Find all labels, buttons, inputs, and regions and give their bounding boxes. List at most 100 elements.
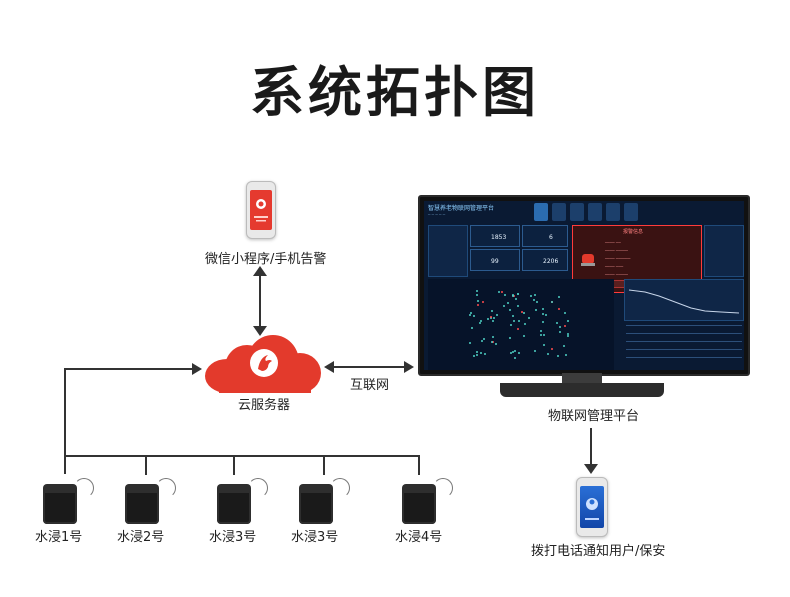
map-dot	[530, 295, 533, 298]
sensor-cable	[156, 478, 176, 498]
map-dot	[520, 311, 523, 314]
map-dot	[563, 325, 566, 327]
call-label: 拨打电话通知用户/保安	[531, 544, 666, 559]
map-dot	[540, 330, 543, 333]
map-dot	[502, 305, 505, 308]
line-chart-panel	[624, 279, 744, 321]
sensor-cable	[433, 478, 453, 498]
map-dot	[495, 313, 498, 316]
map-dot	[535, 308, 538, 311]
map-dot	[533, 298, 536, 301]
map-dot	[512, 350, 515, 353]
map-dot	[556, 321, 559, 324]
map-dot	[473, 314, 476, 317]
map-dot	[566, 320, 569, 323]
sensor-label: 水浸1号	[35, 530, 83, 545]
map-dot	[542, 320, 545, 323]
map-dot	[512, 294, 515, 297]
map-dot	[563, 311, 566, 314]
map-dot	[480, 320, 483, 323]
map-dot	[470, 326, 473, 329]
connector-platform-call	[590, 428, 592, 468]
map-dot	[486, 318, 489, 321]
platform-label: 物联网管理平台	[548, 409, 640, 424]
map-dot	[522, 312, 525, 315]
platform-monitor: 智慧养老物联网管理平台 ─ ─ ─ ─ ─ 1853 6 99 2206 报警信…	[418, 195, 750, 376]
map-dot	[556, 355, 559, 358]
map-dot	[557, 307, 560, 310]
sensor-cable	[248, 478, 268, 498]
connector-sensor-4	[323, 455, 325, 475]
map-dot	[491, 309, 494, 312]
map-dot	[543, 343, 546, 346]
map-dot	[501, 290, 504, 293]
map-dot	[562, 345, 565, 348]
sensor-label: 水浸3号	[209, 530, 257, 545]
map-dot	[476, 303, 479, 306]
map-dot	[528, 317, 531, 320]
arrow-down-icon	[253, 326, 267, 336]
map-dot	[509, 336, 512, 339]
map-dot	[483, 338, 486, 341]
map-dot	[545, 313, 548, 316]
map-dot	[478, 322, 481, 325]
arrow-right-icon	[404, 361, 414, 373]
map-dot	[475, 350, 478, 353]
arrow-up-icon	[253, 266, 267, 276]
diagram-title: 系统拓扑图	[250, 61, 540, 124]
device-map	[428, 279, 614, 370]
stat-box: 99	[470, 249, 520, 271]
connector-sensor-5	[418, 455, 420, 475]
map-dot	[480, 351, 483, 354]
map-dot	[490, 316, 493, 319]
map-dot	[468, 314, 471, 317]
map-dot	[483, 353, 486, 356]
water-sensor	[43, 484, 77, 524]
stat-box: 6	[522, 225, 568, 247]
map-dot	[509, 323, 512, 326]
monitor-stand	[500, 383, 664, 397]
map-dot	[513, 295, 516, 298]
stat-box: 2206	[522, 249, 568, 271]
map-dot	[476, 290, 479, 293]
water-sensor	[217, 484, 251, 524]
map-dot	[513, 356, 516, 359]
wechat-label: 微信小程序/手机告警	[205, 252, 327, 267]
map-dot	[470, 311, 473, 314]
map-dot	[476, 300, 479, 303]
sensor-label: 水浸3号	[291, 530, 339, 545]
water-sensor	[402, 484, 436, 524]
line-chart	[628, 289, 740, 314]
monitor-neck	[562, 373, 602, 385]
map-dot	[535, 300, 538, 303]
connector-cloud-platform	[332, 366, 408, 368]
connector-bus-top	[64, 368, 194, 370]
alarm-app-icon	[254, 199, 268, 222]
nav-icon	[570, 203, 584, 221]
map-dot	[475, 353, 478, 356]
call-phone	[576, 477, 608, 537]
map-dot	[516, 293, 519, 296]
map-dot	[514, 297, 517, 300]
map-dot	[541, 307, 544, 310]
map-dot	[539, 333, 542, 336]
chart-panel	[704, 225, 744, 277]
map-dot	[480, 339, 483, 342]
connector-phone-cloud	[259, 272, 261, 332]
map-dot	[517, 305, 520, 308]
map-dot	[546, 353, 549, 356]
map-dot	[558, 325, 561, 328]
map-dot	[534, 349, 537, 352]
map-dot	[503, 294, 506, 297]
water-sensor	[125, 484, 159, 524]
cloud-label: 云服务器	[238, 398, 291, 413]
arrow-right-icon	[192, 363, 202, 375]
map-dot	[506, 301, 509, 304]
map-dot	[551, 348, 554, 351]
map-dot	[523, 334, 526, 337]
arrow-down-icon	[584, 464, 598, 474]
map-dot	[567, 335, 570, 338]
map-dot	[473, 354, 475, 357]
map-dot	[481, 300, 484, 303]
map-dot	[542, 333, 545, 336]
